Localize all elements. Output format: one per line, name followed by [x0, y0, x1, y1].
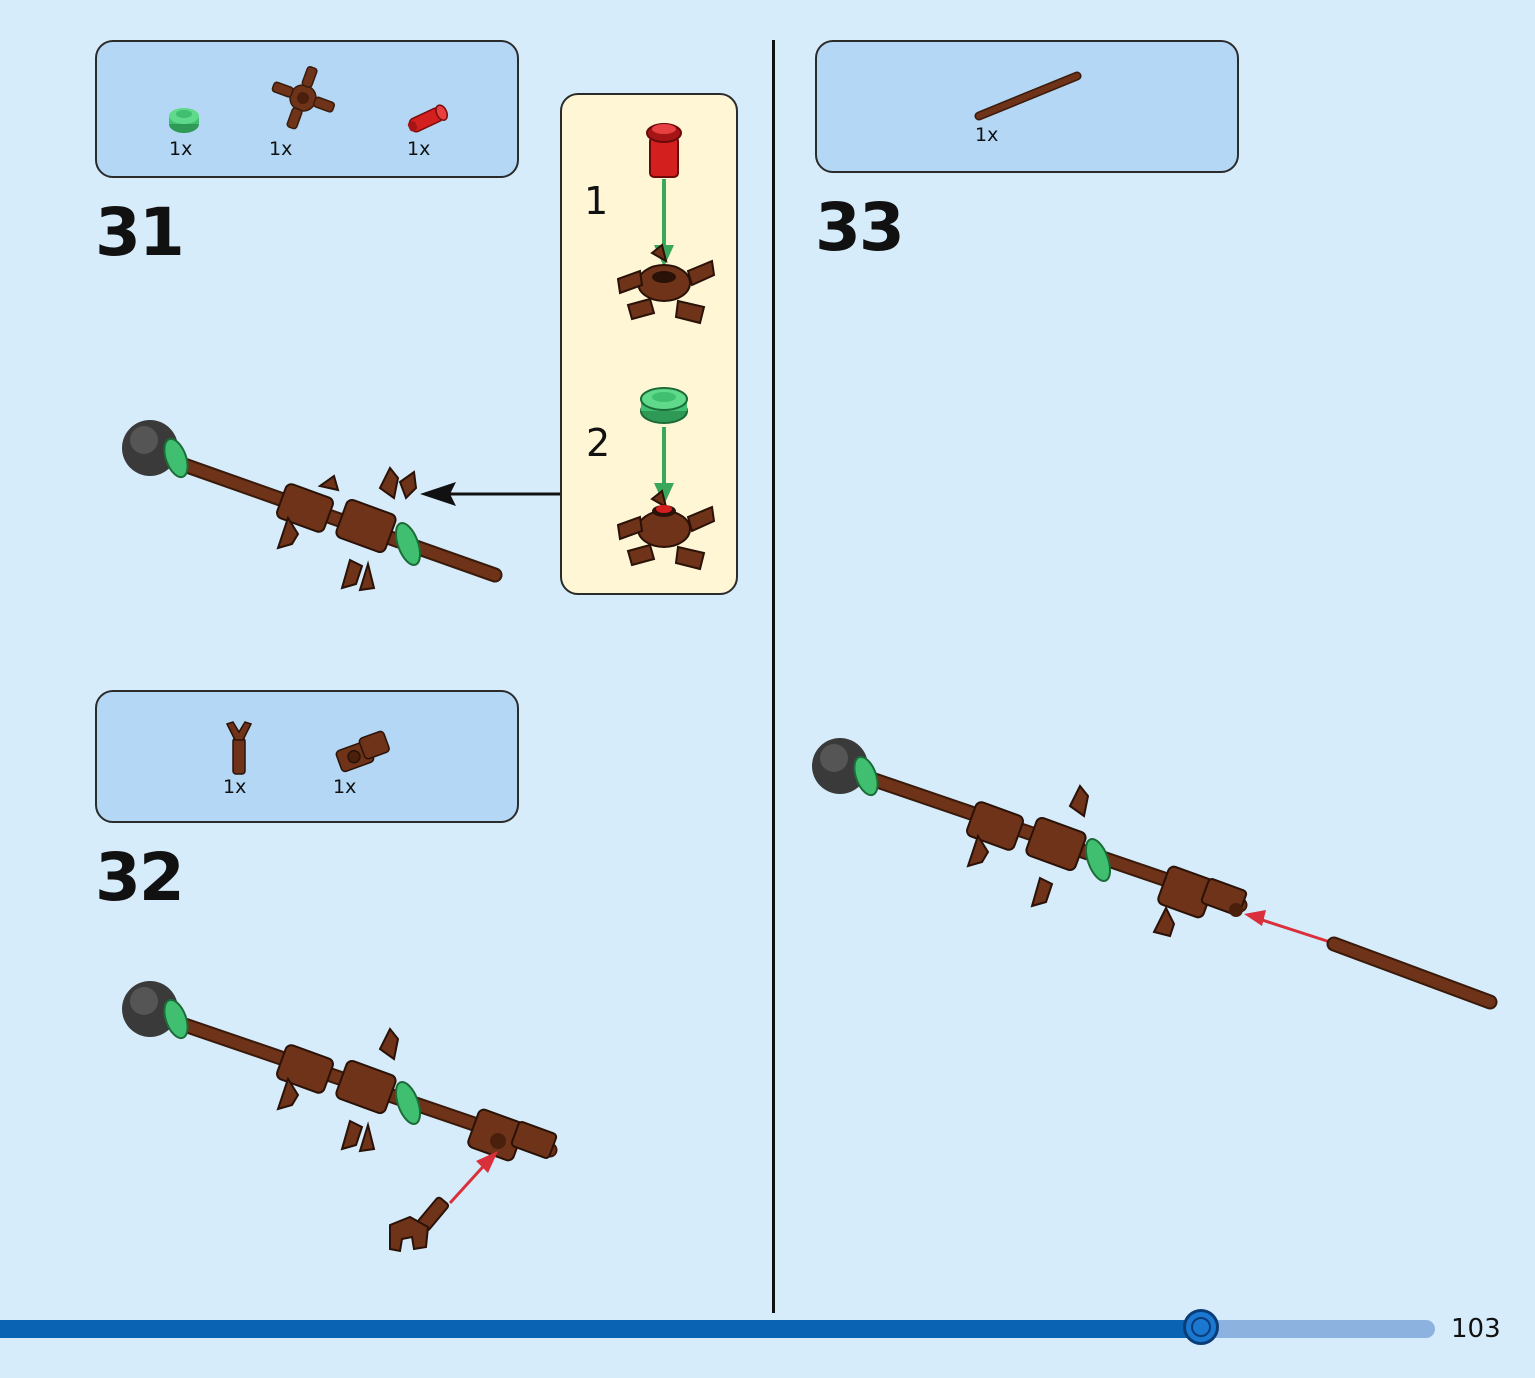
progress-knob-icon: [1183, 1309, 1219, 1345]
part-qty: 1x: [169, 138, 193, 160]
green-round-plate-icon: [169, 108, 199, 133]
parts-box-step-33: 1x: [815, 40, 1239, 173]
step-number: 32: [95, 839, 185, 916]
progress-bar: [0, 1309, 1435, 1345]
insert-arrow-green: [654, 427, 674, 505]
substep-number: 1: [584, 179, 609, 223]
parts-box-step-31: 1x 1x 1x: [95, 40, 519, 178]
part-qty: 1x: [407, 138, 431, 160]
part-qty: 1x: [269, 138, 293, 160]
sub-assembly-callout: 1 2: [560, 93, 738, 595]
step-number: 31: [95, 194, 185, 271]
parts-box-step-32: 1x 1x: [95, 690, 519, 823]
brown-branch-piece-icon: [616, 489, 716, 571]
part-qty: 1x: [975, 124, 999, 146]
callout-pointer-arrow: [420, 482, 560, 506]
step-33-assembly: [812, 738, 1498, 1010]
brown-branch-piece-icon: [271, 65, 336, 130]
brown-connector-icon: [335, 730, 390, 773]
brown-branch-piece-icon: [616, 243, 716, 325]
substep-number: 2: [586, 421, 611, 465]
part-qty: 1x: [333, 776, 357, 798]
brown-clip-icon: [225, 721, 253, 775]
part-qty: 1x: [223, 776, 247, 798]
step-31-assembly: [122, 420, 503, 592]
green-round-plate-icon: [640, 387, 688, 424]
step-number: 33: [815, 189, 905, 266]
column-divider: [772, 40, 775, 1313]
page-number: 103: [1451, 1314, 1501, 1344]
red-pin-icon: [646, 123, 682, 178]
progress-remaining: [1201, 1320, 1435, 1338]
progress-fill: [0, 1320, 1201, 1338]
step-32-assembly: [122, 981, 558, 1253]
red-pin-icon: [407, 104, 448, 133]
brown-rod-icon: [974, 71, 1082, 121]
